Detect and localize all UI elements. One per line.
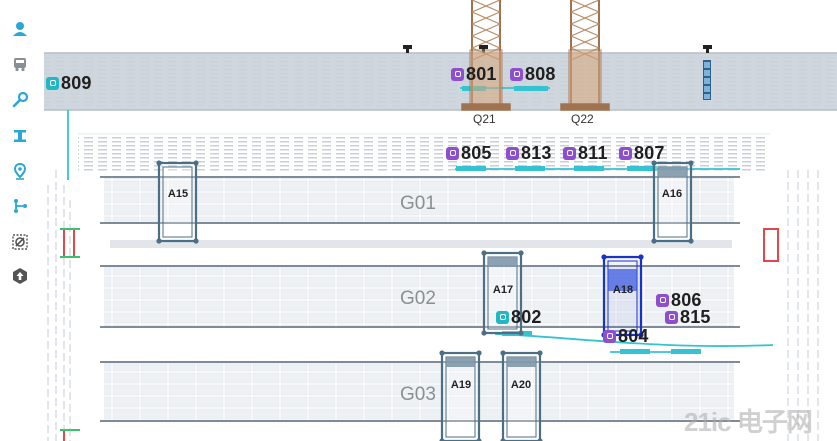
upload-icon[interactable] [10, 266, 30, 286]
vehicle-tag-802[interactable]: 802 [496, 307, 542, 327]
vehicle-badge-icon [496, 310, 509, 324]
truck-icon[interactable] [10, 54, 30, 74]
vehicle-badge-icon [665, 310, 678, 324]
vehicle-number: 809 [61, 73, 92, 93]
vehicle-tag-806[interactable]: 806 [656, 290, 702, 310]
target-icon[interactable] [10, 232, 30, 252]
quay-crane-q22[interactable] [560, 0, 610, 111]
quay-crane-q21[interactable] [461, 0, 511, 111]
route-icon[interactable] [10, 196, 30, 216]
vehicle-number: 813 [521, 143, 552, 163]
vehicle-badge-icon [446, 146, 459, 160]
left-toolbar [0, 0, 40, 441]
vehicle-number: 801 [466, 64, 497, 84]
quay-crane-label-q22: Q22 [571, 112, 594, 126]
yard-crane-a16[interactable] [651, 160, 694, 244]
yard-crane-a20[interactable] [500, 350, 543, 441]
yard-crane-a17[interactable] [481, 250, 524, 336]
vehicle-tag-805[interactable]: 805 [446, 143, 492, 163]
zone-g03-area [104, 362, 734, 420]
zone-label-g01: G01 [400, 193, 436, 214]
vehicle-badge-icon [656, 293, 669, 307]
vehicle-number: 808 [525, 64, 556, 84]
vehicle-number: 804 [618, 326, 649, 346]
location-pin-icon[interactable] [10, 161, 30, 181]
vehicle-badge-icon [603, 329, 616, 343]
yard-crane-label-a18: A18 [612, 284, 634, 296]
yard-crane-label-a20: A20 [510, 379, 532, 391]
vehicle-tag-804[interactable]: 804 [603, 326, 649, 346]
yard-crane-label-a17: A17 [492, 284, 514, 296]
vehicle-number: 811 [578, 143, 608, 163]
vehicle-tag-809[interactable]: 809 [46, 73, 92, 93]
yard-crane-label-a15: A15 [167, 188, 189, 200]
watermark: 21ic 电子网 [684, 407, 813, 437]
vehicle-number: 806 [671, 290, 702, 310]
wrench-icon[interactable] [10, 90, 30, 110]
vehicle-tag-811[interactable]: 811 [563, 143, 608, 163]
zone-label-g02: G02 [400, 288, 436, 309]
vehicle-badge-icon [510, 67, 523, 81]
vehicle-tag-813[interactable]: 813 [506, 143, 552, 163]
vehicle-number: 815 [680, 307, 711, 327]
vehicle-badge-icon [563, 146, 576, 160]
vehicle-badge-icon [46, 76, 59, 90]
vehicle-tag-801[interactable]: 801 [451, 64, 497, 84]
vehicle-badge-icon [451, 67, 464, 81]
vehicle-tag-807[interactable]: 807 [619, 143, 665, 163]
crane-icon[interactable] [10, 126, 30, 146]
vehicle-badge-icon [506, 146, 519, 160]
vehicle-tag-808[interactable]: 808 [510, 64, 556, 84]
vehicle-badge-icon [619, 146, 632, 160]
yard-crane-label-a16: A16 [661, 188, 683, 200]
yard-crane-a15[interactable] [156, 160, 199, 244]
yard-crane-label-a19: A19 [450, 379, 472, 391]
stack-marker [703, 60, 711, 100]
vehicle-number: 802 [511, 307, 542, 327]
yard-crane-a18[interactable] [601, 254, 644, 338]
yard-crane-a19[interactable] [439, 350, 482, 441]
vehicle-number: 805 [461, 143, 492, 163]
bollards [403, 45, 712, 53]
zone-label-g03: G03 [400, 384, 436, 405]
user-pin-icon[interactable] [10, 19, 30, 39]
vehicle-number: 807 [634, 143, 665, 163]
quay-crane-label-q21: Q21 [473, 112, 496, 126]
zone-g01-area [104, 177, 734, 222]
vehicle-tag-815[interactable]: 815 [665, 307, 711, 327]
